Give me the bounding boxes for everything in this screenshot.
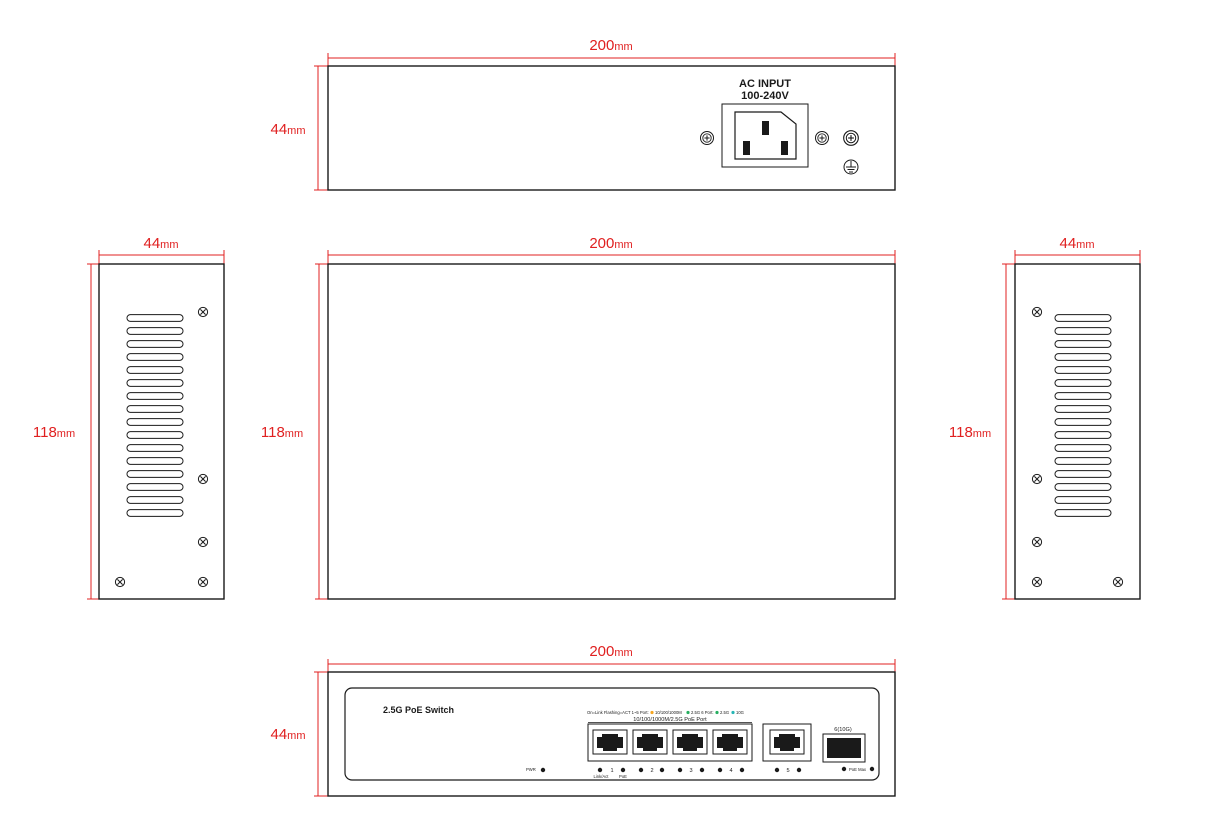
led-green-dot [686,710,690,715]
front-height-label: 44mm [270,726,305,743]
port-led [677,767,683,773]
top-height-label: 118mm [261,424,303,441]
screw-icon [1112,576,1124,588]
screw-icon [197,536,209,548]
led-teal-dot [731,710,735,715]
legend-2-5g-label: 2.5G [720,710,729,715]
port-number: 1 [610,768,613,774]
earth-ground-icon [843,159,859,175]
poe-label: PoE [619,774,627,779]
left-panel [98,263,225,600]
rj45-port-2[interactable] [632,729,668,755]
port-led [796,767,802,773]
screw-icon [1031,576,1043,588]
vent-slots [1054,314,1112,517]
port-led [659,767,665,773]
left-height-label: 118mm [33,424,75,441]
led-green-dot [715,710,719,715]
rj45-port-3[interactable] [672,729,708,755]
top-panel [327,263,896,600]
port-led [620,767,626,773]
right-panel [1014,263,1141,600]
rj45-port-4[interactable] [712,729,748,755]
right-side-view: 44mm 118mm [949,235,1141,600]
front-panel-outline [327,671,896,797]
port-led [597,767,603,773]
rear-panel [327,65,896,191]
screw-icon [197,306,209,318]
left-side-view: 44mm 118mm [33,235,225,600]
right-width-label: 44mm [1059,235,1094,252]
screw-icon [1031,473,1043,485]
top-view: 200mm 118mm [261,235,896,600]
screw-icon [197,473,209,485]
rear-view: 200mm 44mm AC INPUT 100-240V [270,37,896,191]
poe-max-label: PoE Max [849,767,867,772]
legend-text: On=Link Flashing=ACT 1~5 Port: [587,710,649,715]
link-act-label: Link/Act [594,774,610,779]
screw-icon [700,131,714,145]
port-led [699,767,705,773]
sfp-led [869,766,875,772]
rear-height-label: 44mm [270,121,305,138]
rj45-port-1[interactable] [592,729,628,755]
ac-voltage-label: 100-240V [741,90,789,102]
ground-screw-icon [843,130,859,146]
screw-icon [815,131,829,145]
screw-icon [1031,536,1043,548]
led-orange-dot [650,710,654,715]
sfp-label: 6(10G) [834,727,852,733]
poe-port-group [587,723,753,762]
poe-max-led [841,766,847,772]
pwr-led [540,767,546,773]
top-width-label: 200mm [589,235,632,252]
left-width-label: 44mm [143,235,178,252]
pwr-label: PWR [526,767,536,772]
legend-10g-label: 10G [736,710,744,715]
port-number: 4 [729,768,732,774]
screw-icon [1031,306,1043,318]
port-led [774,767,780,773]
vent-slots [126,314,184,517]
ac-input-label: AC INPUT [739,78,791,90]
port-5-box [762,723,812,762]
front-panel-bezel [344,687,880,781]
port-led [739,767,745,773]
sfp-port[interactable] [822,733,866,763]
port-number: 2 [650,768,653,774]
port-led [717,767,723,773]
rj45-port-5[interactable] [769,729,805,755]
front-view: 200mm 44mm 2.5G PoE Switch On=Link Flash… [270,643,896,797]
switch-title: 2.5G PoE Switch [383,705,454,715]
right-height-label: 118mm [949,424,991,441]
port-group-label: 10/100/1000M/2.5G PoE Port [633,717,707,723]
front-width-label: 200mm [589,643,632,660]
port-led [638,767,644,773]
ac-inlet-icon [721,103,809,168]
screw-icon [197,576,209,588]
sfp-cage [827,738,861,758]
port-number: 5 [786,768,789,774]
port-number: 3 [689,768,692,774]
screw-icon [114,576,126,588]
legend-port6-label: 2.5G 6 Port: [691,710,714,715]
legend-speed-label: 10/100/1000M [655,710,682,715]
rear-width-label: 200mm [589,37,632,54]
